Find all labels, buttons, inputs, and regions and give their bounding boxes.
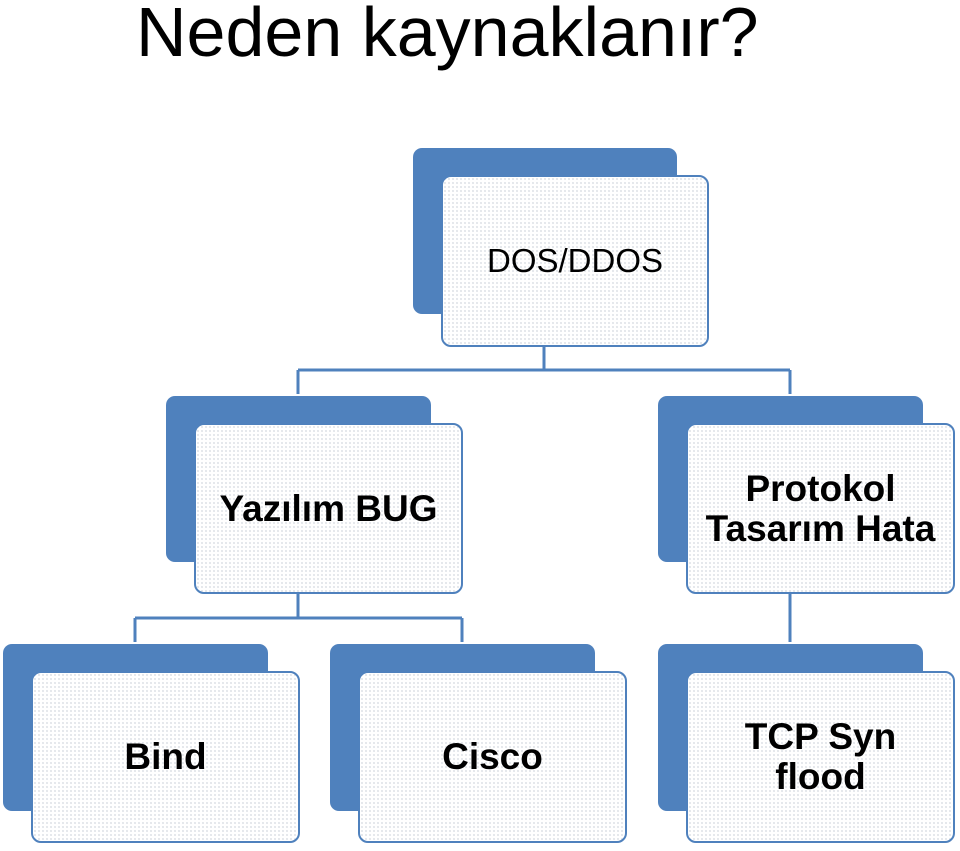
node-label-bind: Bind (124, 736, 207, 777)
node-cisco: Cisco (330, 644, 629, 845)
node-label-cisco: Cisco (442, 736, 543, 777)
connector-yazilim-children (133, 594, 464, 642)
node-box: Yazılım BUG (194, 423, 463, 594)
page-title: Neden kaynaklanır? (136, 0, 759, 71)
node-box: Cisco (358, 671, 627, 843)
node-label-dos-ddos: DOS/DDOS (486, 242, 664, 279)
node-yazilim-bug: Yazılım BUG (166, 396, 465, 596)
node-box: Bind (31, 671, 300, 843)
node-protokol-tasarim-hata: Protokol Tasarım Hata (658, 396, 957, 596)
node-bind: Bind (3, 644, 302, 845)
node-box: DOS/DDOS (441, 175, 709, 347)
node-tcp-syn-flood: TCP Syn flood (658, 644, 957, 845)
node-dos-ddos: DOS/DDOS (413, 148, 711, 348)
node-box: TCP Syn flood (686, 671, 955, 843)
connector-root-children (296, 346, 792, 394)
node-box: Protokol Tasarım Hata (686, 423, 955, 594)
node-label-tcp-syn-flood: TCP Syn flood (744, 716, 897, 797)
node-label-protokol-tasarim-hata: Protokol Tasarım Hata (705, 467, 936, 549)
node-label-yazilim-bug: Yazılım BUG (219, 487, 438, 529)
